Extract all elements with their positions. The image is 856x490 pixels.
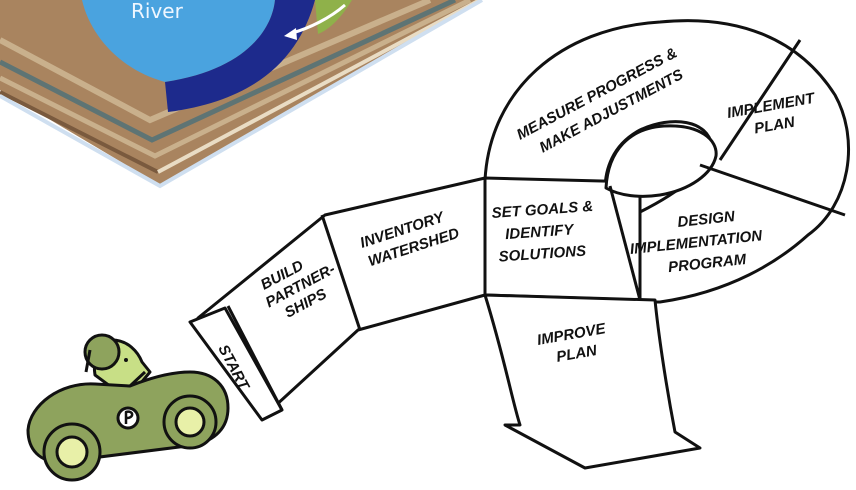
race-car-illustration	[26, 333, 230, 482]
ribbon-loop-outer	[483, 19, 850, 304]
river-water	[82, 0, 275, 82]
river-water-depth	[165, 0, 315, 112]
process-ribbon	[188, 19, 850, 470]
river-label: River	[131, 0, 184, 23]
flow-arrow-icon	[291, 3, 346, 35]
ribbon-loop-hole	[604, 124, 718, 198]
driver-helmet	[83, 333, 121, 371]
watershed-cross-section: River	[0, 0, 484, 189]
improve-plan-arrow	[483, 293, 702, 470]
